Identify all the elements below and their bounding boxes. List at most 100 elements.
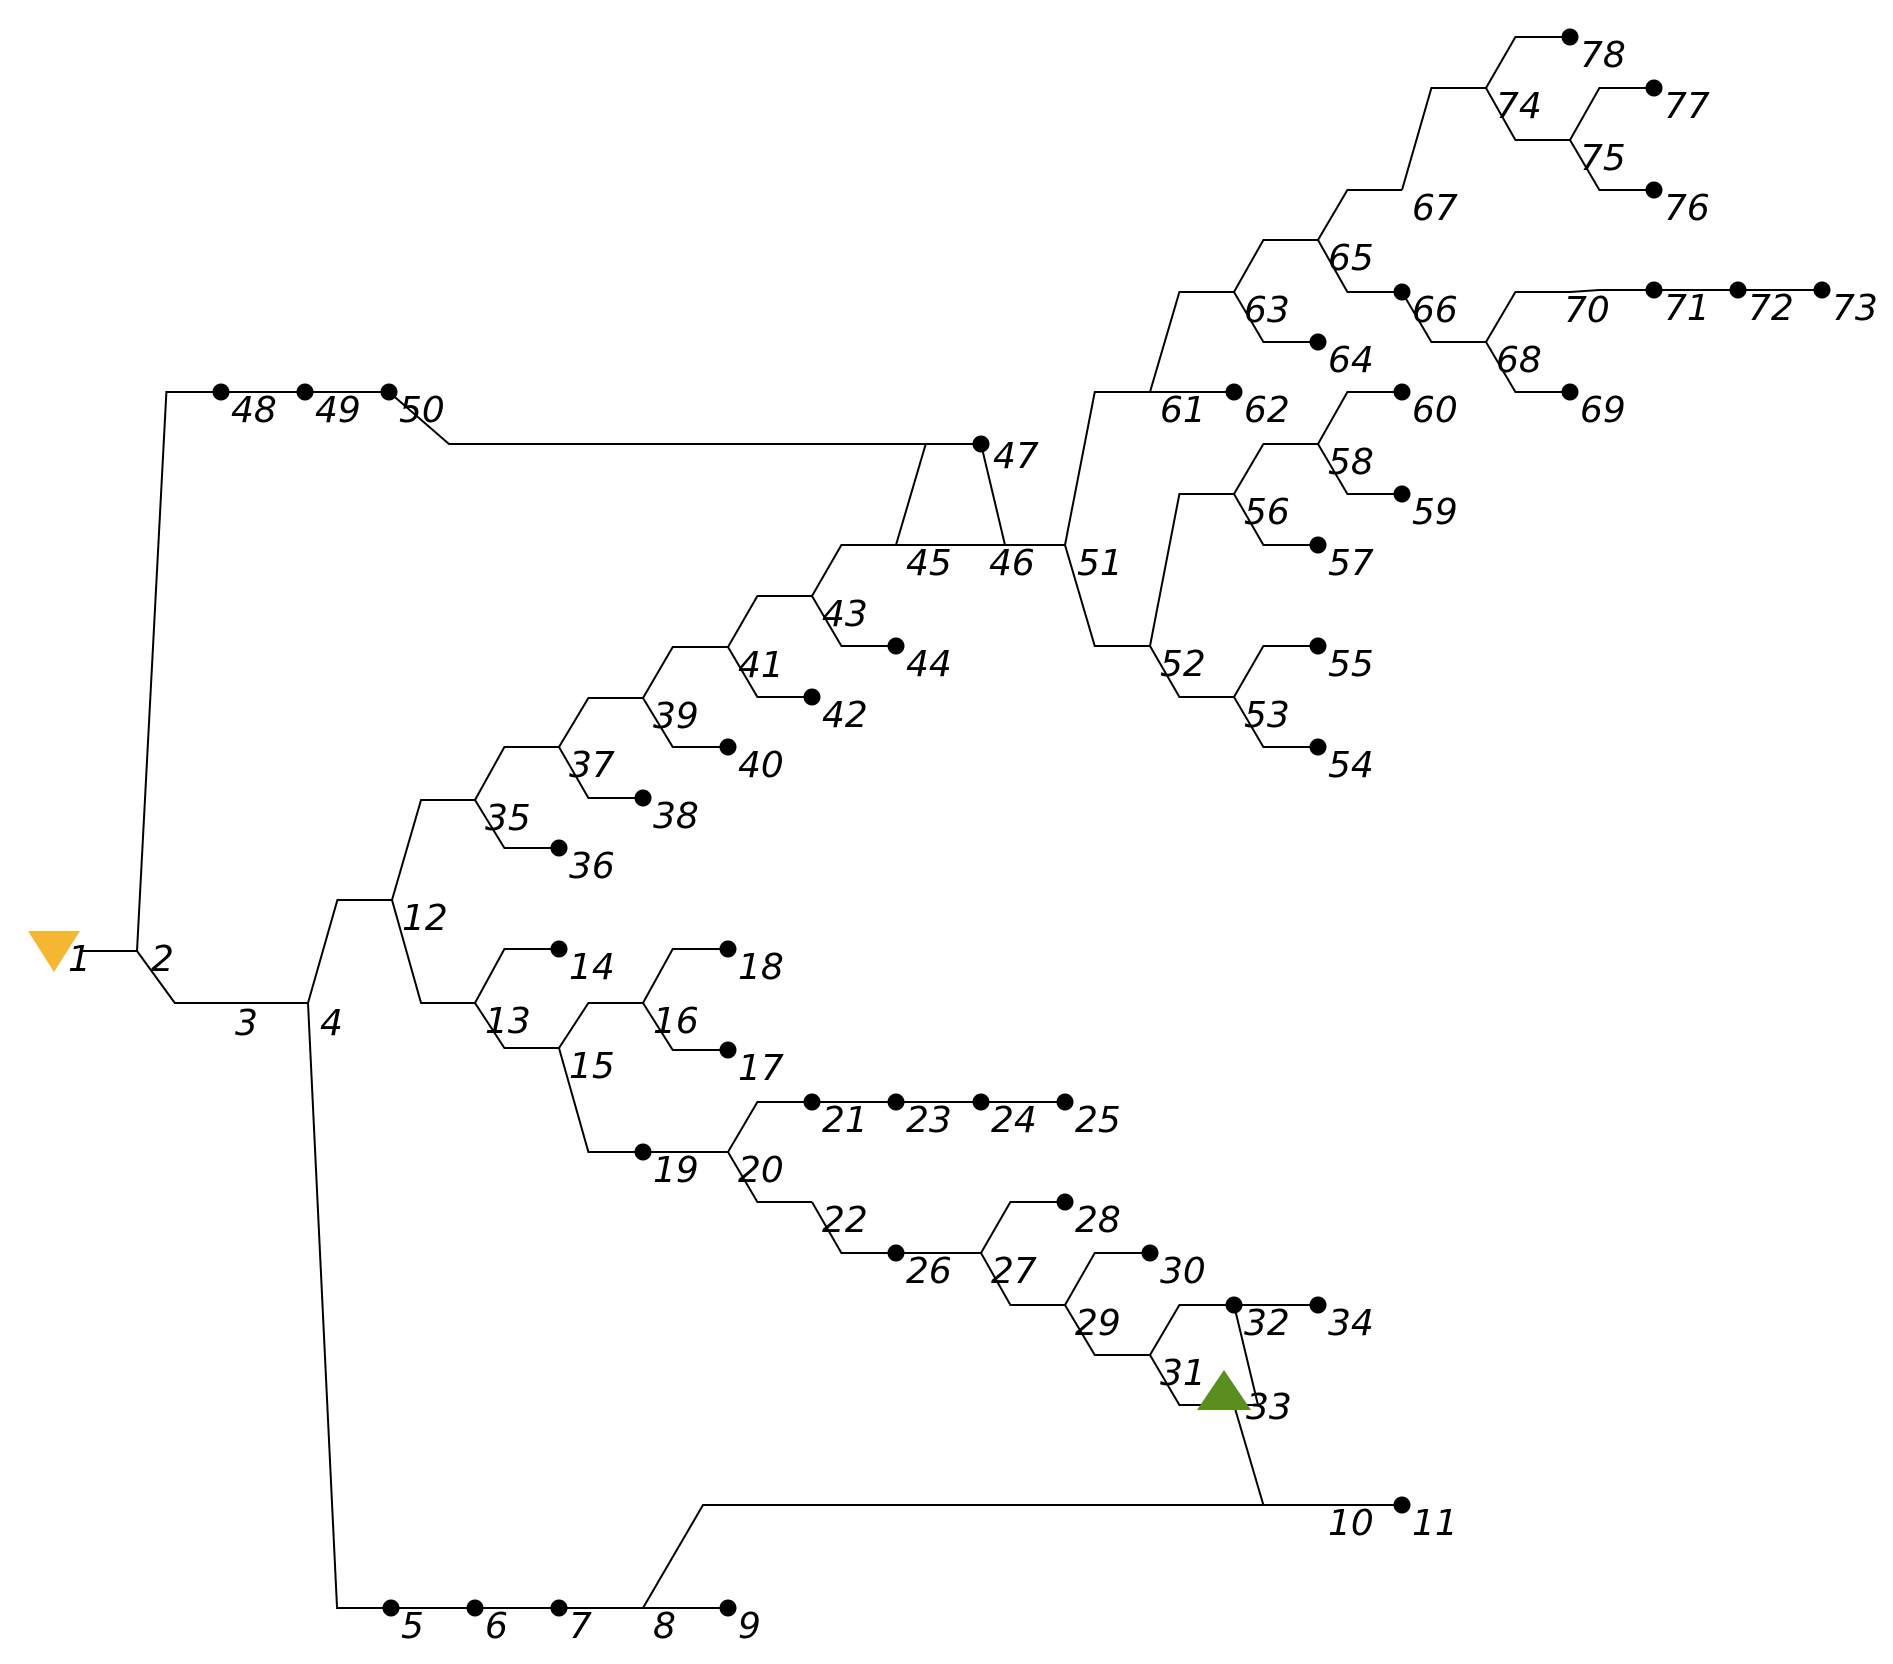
node-dot-69 <box>1561 383 1579 401</box>
edge-2-48 <box>136 391 221 952</box>
node-dot-18 <box>719 940 737 958</box>
node-label-2: 2 <box>151 939 174 980</box>
node-label-26: 26 <box>906 1251 952 1292</box>
node-label-49: 49 <box>315 390 361 431</box>
node-label-15: 15 <box>569 1046 615 1087</box>
node-label-52: 52 <box>1160 644 1206 685</box>
node-dot-9 <box>719 1599 737 1617</box>
node-label-5: 5 <box>401 1606 424 1647</box>
edge-39-40 <box>642 697 728 748</box>
node-label-43: 43 <box>822 594 868 635</box>
node-dot-48 <box>212 383 230 401</box>
edge-15-19 <box>558 1047 643 1153</box>
edge-33-10 <box>1233 1404 1318 1506</box>
edge-31-32 <box>1149 1304 1234 1356</box>
node-label-36: 36 <box>569 846 615 887</box>
edge-56-57 <box>1233 493 1318 546</box>
node-label-62: 62 <box>1244 390 1290 431</box>
edge-52-53 <box>1149 645 1234 698</box>
edge-68-70 <box>1485 291 1570 343</box>
node-label-21: 21 <box>822 1100 868 1141</box>
node-label-27: 27 <box>991 1251 1037 1292</box>
node-label-75: 75 <box>1580 138 1626 179</box>
node-label-71: 71 <box>1664 288 1710 329</box>
node-label-73: 73 <box>1832 288 1878 329</box>
node-label-61: 61 <box>1160 390 1206 431</box>
node-label-56: 56 <box>1244 492 1290 533</box>
edge-13-14 <box>474 948 559 1004</box>
edge-68-69 <box>1485 341 1570 393</box>
node-label-63: 63 <box>1244 290 1290 331</box>
node-label-39: 39 <box>653 696 699 737</box>
edge-16-18 <box>642 948 728 1004</box>
node-dot-25 <box>1056 1093 1074 1111</box>
edge-70-71 <box>1569 289 1654 293</box>
node-label-30: 30 <box>1160 1251 1206 1292</box>
node-label-32: 32 <box>1244 1303 1290 1344</box>
node-label-54: 54 <box>1328 745 1374 786</box>
edge-27-28 <box>980 1201 1065 1254</box>
node-dot-26 <box>887 1244 905 1262</box>
edge-22-26 <box>811 1201 896 1254</box>
edge-29-31 <box>1064 1304 1150 1356</box>
node-label-51: 51 <box>1077 543 1123 584</box>
edge-74-78 <box>1485 36 1570 89</box>
edge-13-15 <box>474 1002 559 1049</box>
edge-2-3 <box>136 950 245 1004</box>
node-label-24: 24 <box>991 1100 1037 1141</box>
edge-35-37 <box>474 746 559 801</box>
edge-37-39 <box>558 697 643 748</box>
node-dot-76 <box>1645 181 1663 199</box>
edge-56-58 <box>1233 443 1318 495</box>
node-dot-11 <box>1393 1496 1411 1514</box>
edge-8-10 <box>642 1504 1318 1609</box>
node-label-33: 33 <box>1246 1387 1292 1428</box>
edge-35-36 <box>474 799 559 849</box>
node-label-70: 70 <box>1564 290 1610 331</box>
node-dot-19 <box>634 1143 652 1161</box>
edge-51-61 <box>1064 391 1150 546</box>
edge-66-68 <box>1401 291 1486 343</box>
node-label-46: 46 <box>989 543 1035 584</box>
node-label-45: 45 <box>906 543 952 584</box>
node-dot-77 <box>1645 79 1663 97</box>
edge-53-54 <box>1233 696 1318 748</box>
edge-58-59 <box>1317 443 1402 495</box>
node-dot-21 <box>803 1093 821 1111</box>
edge-67-74 <box>1401 87 1486 191</box>
edge-45-47 <box>895 443 981 546</box>
node-dot-30 <box>1141 1244 1159 1262</box>
node-dot-40 <box>719 738 737 756</box>
node-dot-layer <box>212 28 1831 1617</box>
node-label-31: 31 <box>1160 1353 1206 1394</box>
edge-37-38 <box>558 746 643 799</box>
node-dot-6 <box>466 1599 484 1617</box>
node-label-3: 3 <box>235 1003 258 1044</box>
node-label-55: 55 <box>1328 644 1374 685</box>
node-label-65: 65 <box>1328 238 1374 279</box>
node-dot-23 <box>887 1093 905 1111</box>
node-label-40: 40 <box>738 745 784 786</box>
node-dot-73 <box>1813 281 1831 299</box>
edge-39-41 <box>642 646 728 699</box>
node-label-7: 7 <box>569 1606 592 1647</box>
node-label-12: 12 <box>402 898 448 939</box>
node-dot-28 <box>1056 1193 1074 1211</box>
edge-4-5 <box>307 1002 391 1609</box>
node-dot-36 <box>550 839 568 857</box>
node-label-77: 77 <box>1664 86 1710 127</box>
edge-50-47 <box>388 391 981 445</box>
node-label-53: 53 <box>1244 695 1290 736</box>
marker-layer <box>28 931 1251 1410</box>
edge-63-64 <box>1233 291 1318 343</box>
node-dot-57 <box>1309 536 1327 554</box>
node-dot-54 <box>1309 738 1327 756</box>
node-dot-78 <box>1561 28 1579 46</box>
edge-43-45 <box>811 544 896 597</box>
node-label-18: 18 <box>738 947 784 988</box>
edge-41-43 <box>727 595 812 648</box>
node-dot-34 <box>1309 1296 1327 1314</box>
node-dot-72 <box>1729 281 1747 299</box>
edge-4-12 <box>307 899 392 1004</box>
